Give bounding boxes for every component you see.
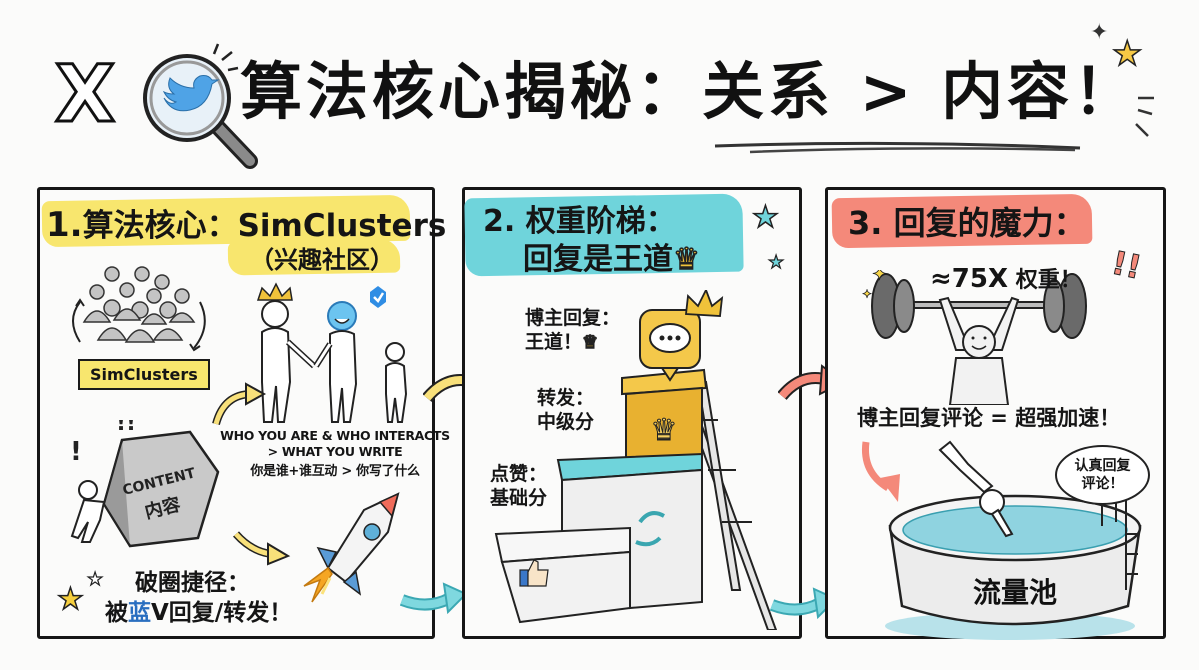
tier-low-label: 点赞： 基础分 [490,463,548,509]
panel2-heading: 2. 权重阶梯： [483,204,676,239]
svg-text:流量池: 流量池 [973,576,1057,609]
svg-text:✦: ✦ [862,287,872,301]
title-underline [714,141,1081,154]
emphasis-lines [1135,96,1154,137]
weightlifter-icon: ✦ ✦ [862,270,1087,405]
star-icon: ★ [751,199,779,236]
curved-arrow-icon [212,382,267,426]
handshake-people-icon [256,282,408,423]
svg-text:✦: ✦ [872,270,887,285]
speech-bubble: 认真回复 评论！ [1055,445,1150,505]
crown-icon: ♛ [672,241,700,278]
panel2-subheading: 回复是王道♛ [523,241,701,278]
star-outline-icon: ★ [86,568,104,590]
star-icon: ★ [1111,33,1143,75]
page-title: 算法核心揭秘：关系 > 内容！ [240,55,1140,128]
curved-arrow-icon [233,531,291,566]
rule-text-en-2: > WHAT YOU WRITE [267,444,403,459]
star-icon: ★ [767,251,785,273]
panel1-heading: 1.算法核心：SimClusters [46,205,447,245]
weight-multiplier: ≈75X 权重！ [930,264,1082,294]
rocket-icon [303,492,400,603]
star-icon: ★ [56,581,84,618]
simclusters-tag: SimClusters [78,359,210,390]
crowd-community-icon [72,266,206,352]
svg-text:!: ! [70,437,82,467]
tier-top-label: 博主回复： 王道！♛ [525,307,621,354]
crown-icon: ♛ [581,331,599,354]
sparkle-icon: ✦ [1090,20,1109,45]
breakout-heading: 破圈捷径： [135,570,250,596]
x-logo: X [54,50,117,140]
boost-text: 博主回复评论 = 超强加速！ [857,406,1121,430]
panel1-subheading: （兴趣社区） [250,246,394,274]
svg-text:♛: ♛ [651,413,678,448]
svg-text:!!: !! [116,420,136,436]
down-arrow-icon [861,441,900,502]
cyan-arrow-icon [400,582,468,615]
content-box-push-icon: CONTENT 内容 ! !! [70,420,220,548]
podium-steps-ladder-icon: ♛ [494,290,778,630]
panel3-heading: 3. 回复的魔力： [848,204,1086,242]
tier-mid-label: 转发： 中级分 [537,387,595,433]
magnifier-twitter-icon [143,43,258,169]
rule-text-cn: 你是谁+谁互动 > 你写了什么 [250,464,420,479]
breakout-text: 被蓝V回复/转发！ [105,600,293,626]
rule-text-en-1: WHO YOU ARE & WHO INTERACTS [220,428,450,443]
